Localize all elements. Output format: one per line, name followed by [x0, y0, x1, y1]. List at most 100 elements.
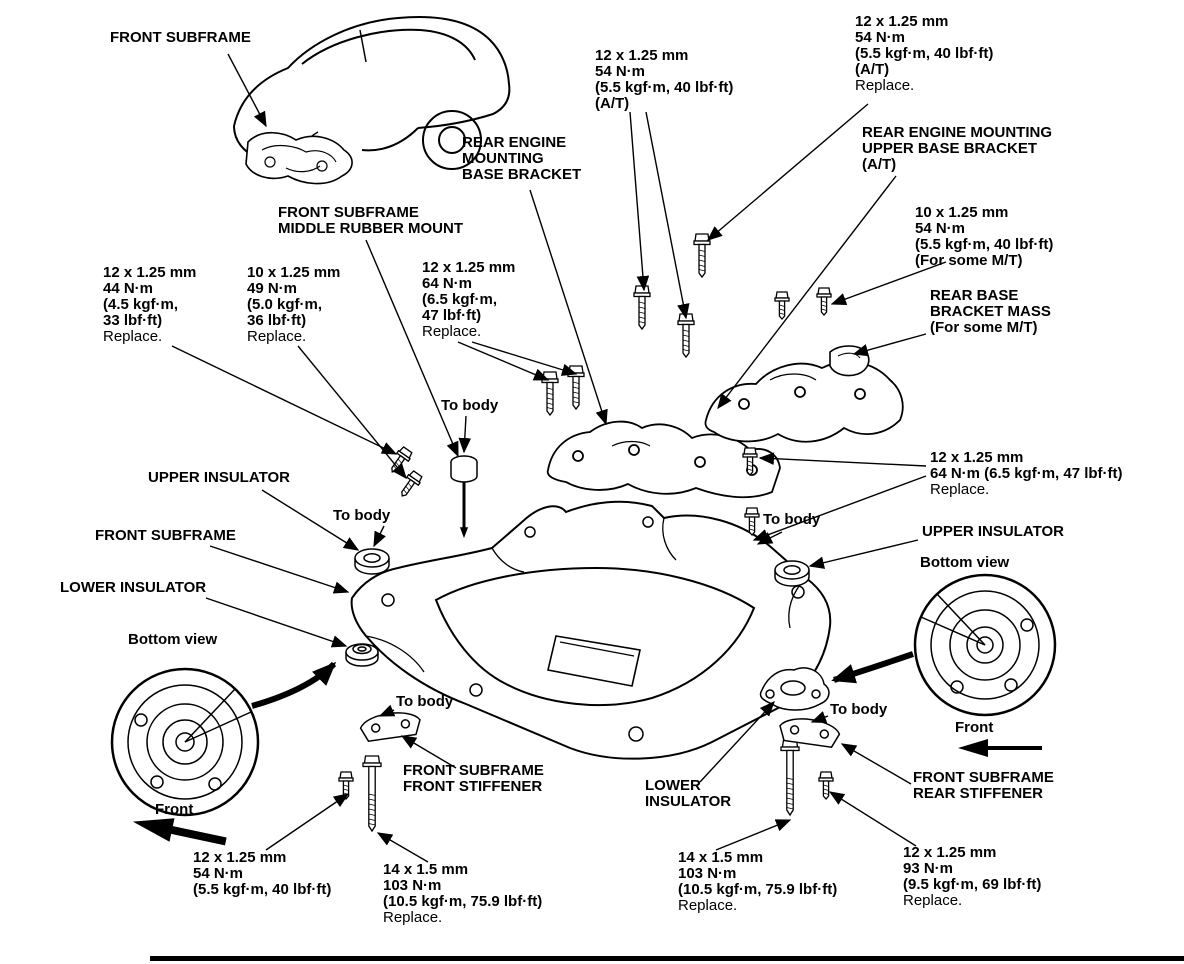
label-text-line: 103 N·m [383, 877, 442, 894]
label-text-line: 36 lbf·ft) [247, 312, 307, 329]
label-text-line: 10 x 1.25 mm [915, 204, 1009, 221]
label-text-line: REAR BASE [930, 287, 1019, 304]
label-text-line: To body [441, 397, 499, 414]
rear-engine-mounting-upper-base-bracket-drawing [704, 360, 904, 443]
bolt-icon [816, 287, 832, 316]
label-torque-12x125-64-right: 12 x 1.25 mm 64 N·m (6.5 kgf·m, 47 lbf·f… [930, 450, 1123, 498]
label-rear-base-bracket-mass: REAR BASE BRACKET MASS (For some M/T) [930, 288, 1051, 336]
bottom-view-left-drawing [110, 667, 260, 817]
label-upper-insulator-left: UPPER INSULATOR [148, 470, 290, 486]
label-text-line: 12 x 1.25 mm [103, 264, 197, 281]
label-text-line: 54 N·m [915, 220, 966, 237]
page-bottom-rule [150, 956, 1184, 961]
label-torque-rear-mount-bolt-center: 12 x 1.25 mm 54 N·m (5.5 kgf·m, 40 lbf·f… [595, 48, 733, 112]
label-front-left: Front [155, 802, 193, 818]
label-text-line: Front [155, 801, 194, 818]
label-text-line: 54 N·m [595, 63, 646, 80]
label-torque-14x15-103-left: 14 x 1.5 mm 103 N·m (10.5 kgf·m, 75.9 lb… [383, 862, 542, 926]
label-text-line: (For some M/T) [915, 252, 1023, 269]
label-torque-rear-mount-bolt-right: 12 x 1.25 mm 54 N·m (5.5 kgf·m, 40 lbf·f… [855, 14, 993, 94]
label-text-line: Replace. [422, 323, 482, 340]
label-to-body-left: To body [333, 508, 390, 524]
bolt-icon [362, 755, 382, 832]
label-text-line: 14 x 1.5 mm [383, 861, 469, 878]
label-text-line: (4.5 kgf·m, [103, 296, 179, 313]
label-rear-engine-mounting-upper-base-bracket: REAR ENGINE MOUNTING UPPER BASE BRACKET … [862, 125, 1052, 173]
label-text-line: Replace. [103, 328, 163, 345]
label-text-line: (5.5 kgf·m, 40 lbf·ft) [855, 45, 994, 62]
label-text-line: 14 x 1.5 mm [678, 849, 764, 866]
label-text-line: (5.5 kgf·m, 40 lbf·ft) [193, 881, 332, 898]
label-text-line: BRACKET MASS [930, 303, 1051, 320]
bolt-icon [395, 469, 425, 501]
label-to-body-bottom-left: To body [396, 694, 453, 710]
label-front-subframe-rear-stiffener: FRONT SUBFRAME REAR STIFFENER [913, 770, 1054, 802]
label-text-line: 12 x 1.25 mm [855, 13, 949, 30]
bolt-icon [780, 739, 800, 816]
label-text-line: 33 lbf·ft) [103, 312, 163, 329]
label-text-line: REAR ENGINE MOUNTING [862, 124, 1053, 141]
label-text-line: FRONT SUBFRAME [110, 29, 251, 46]
bolt-icon [693, 233, 711, 278]
upper-insulator-left-drawing [354, 548, 390, 575]
label-bottom-view-right: Bottom view [920, 555, 1009, 571]
label-torque-10x125-49: 10 x 1.25 mm 49 N·m (5.0 kgf·m, 36 lbf·f… [247, 265, 340, 345]
label-to-body-mid-right: To body [763, 512, 820, 528]
bottom-view-left-pointer-arrow [251, 661, 337, 709]
label-text-line: 12 x 1.25 mm [422, 259, 516, 276]
label-text-line: REAR STIFFENER [913, 785, 1044, 802]
label-text-line: (5.5 kgf·m, 40 lbf·ft) [915, 236, 1054, 253]
bolt-icon [633, 285, 651, 330]
front-subframe-drawing [350, 500, 832, 760]
label-bottom-view-left: Bottom view [128, 632, 217, 648]
bottom-view-right-drawing [913, 573, 1057, 717]
label-text-line: Replace. [855, 77, 915, 94]
label-text-line: 54 N·m [193, 865, 244, 882]
label-text-line: FRONT STIFFENER [403, 778, 543, 795]
label-text-line: Replace. [383, 909, 443, 926]
label-text-line: (For some M/T) [930, 319, 1038, 336]
label-text-line: (A/T) [595, 95, 630, 112]
label-torque-12x125-93: 12 x 1.25 mm 93 N·m (9.5 kgf·m, 69 lbf·f… [903, 845, 1041, 909]
label-text-line: 44 N·m [103, 280, 154, 297]
label-torque-12x125-44: 12 x 1.25 mm 44 N·m (4.5 kgf·m, 33 lbf·f… [103, 265, 196, 345]
middle-rubber-mount-drawing [450, 455, 478, 539]
label-text-line: (A/T) [862, 156, 897, 173]
label-text-line: Bottom view [128, 631, 218, 648]
bolt-icon [774, 291, 790, 320]
label-text-line: FRONT SUBFRAME [95, 527, 236, 544]
label-text-line: (A/T) [855, 61, 890, 78]
label-text-line: 12 x 1.25 mm [595, 47, 689, 64]
bottom-view-right-pointer-arrow [831, 651, 914, 684]
label-text-line: REAR ENGINE [462, 134, 567, 151]
label-text-line: LOWER INSULATOR [60, 579, 207, 596]
label-text-line: 10 x 1.25 mm [247, 264, 341, 281]
label-text-line: FRONT SUBFRAME [403, 762, 544, 779]
car-front-subframe-highlight [245, 131, 353, 185]
label-front-right: Front [955, 720, 993, 736]
label-to-body-top: To body [441, 398, 498, 414]
label-text-line: LOWER [645, 777, 701, 794]
label-to-body-bottom-right: To body [830, 702, 887, 718]
label-text-line: 103 N·m [678, 865, 737, 882]
label-text-line: UPPER INSULATOR [922, 523, 1064, 540]
label-front-subframe-main: FRONT SUBFRAME [95, 528, 236, 544]
leader-lines [171, 53, 947, 863]
label-front-subframe-front-stiffener: FRONT SUBFRAME FRONT STIFFENER [403, 763, 544, 795]
label-text-line: BASE BRACKET [462, 166, 582, 183]
label-text-line: 12 x 1.25 mm [193, 849, 287, 866]
label-text-line: Replace. [930, 481, 990, 498]
label-text-line: 64 N·m [422, 275, 473, 292]
label-text-line: (5.0 kgf·m, [247, 296, 323, 313]
label-text-line: To body [396, 693, 454, 710]
label-text-line: 93 N·m [903, 860, 954, 877]
label-text-line: (5.5 kgf·m, 40 lbf·ft) [595, 79, 734, 96]
upper-insulator-right-drawing [774, 560, 810, 587]
label-text-line: MOUNTING [462, 150, 544, 167]
label-lower-insulator-left: LOWER INSULATOR [60, 580, 206, 596]
label-text-line: (6.5 kgf·m, [422, 291, 498, 308]
label-rear-engine-mounting-base-bracket: REAR ENGINE MOUNTING BASE BRACKET [462, 135, 581, 183]
front-direction-arrow-left [132, 818, 227, 846]
label-text-line: Bottom view [920, 554, 1010, 571]
